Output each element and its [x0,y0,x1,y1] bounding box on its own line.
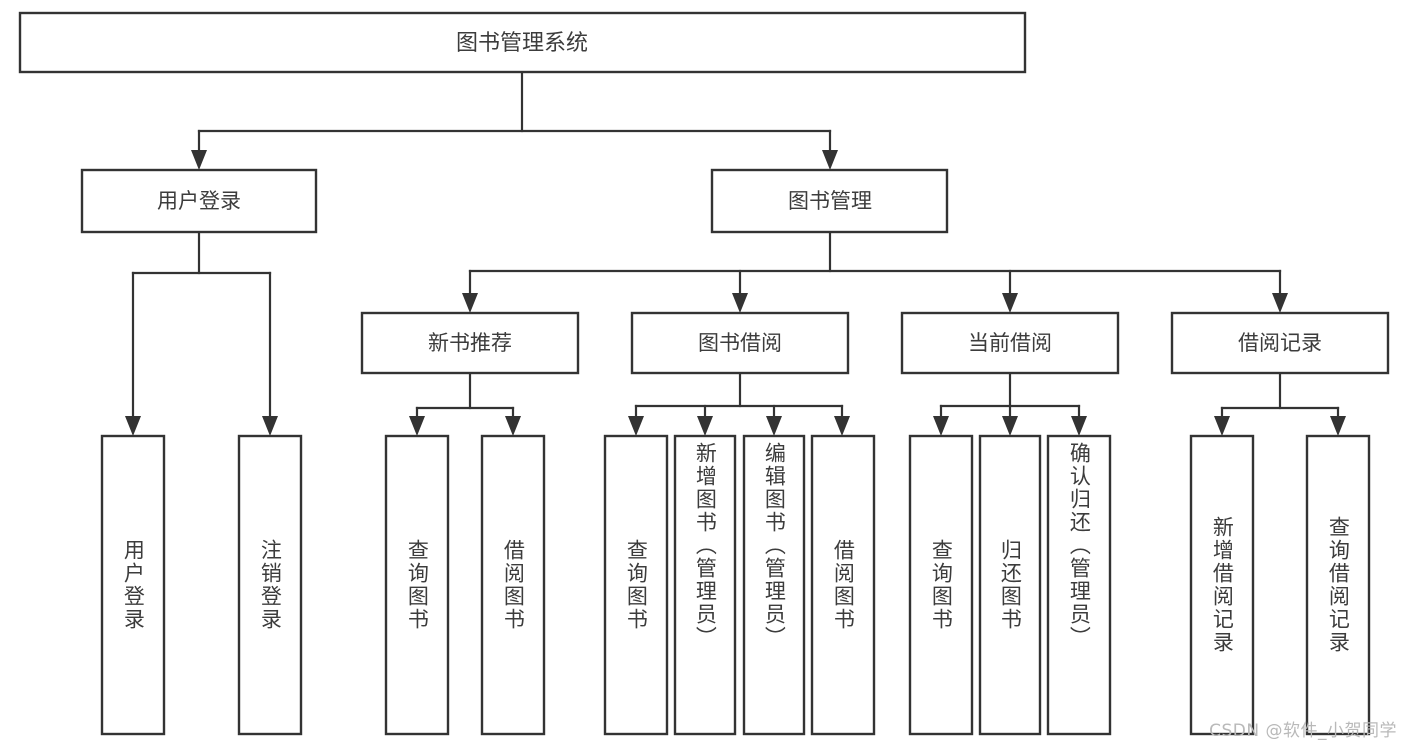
leaf-box-user-login[interactable] [100,434,166,736]
node-borrow-record-box[interactable] [1170,311,1390,375]
arrowhead-leaf-logout [262,416,278,436]
node-borrow-record[interactable]: 借阅记录 [1170,311,1390,375]
arrowhead-current-borrow [1002,293,1018,313]
node-book-borrow[interactable]: 图书借阅 [630,311,850,375]
node-root-label: 图书管理系统 [456,31,588,56]
node-user-login-label: 用户登录 [157,189,241,213]
arrowhead-book-borrow [732,293,748,313]
leaf-box-current-query-book[interactable] [908,434,974,736]
node-root-box[interactable] [18,11,1027,74]
arrowhead-bookborrow-leaf1 [628,416,644,436]
node-user-login-box[interactable] [80,168,318,234]
leaf-box-add-book-admin[interactable] [673,434,737,736]
node-new-book-recommend[interactable]: 新书推荐 [360,311,580,375]
leaf-box-add-borrow-record[interactable] [1189,434,1255,736]
node-root[interactable]: 图书管理系统 [18,11,1027,74]
arrowhead-new-book [462,293,478,313]
node-new-book-recommend-box[interactable] [360,311,580,375]
arrowhead-borrowrecord-leaf2 [1330,416,1346,436]
arrowhead-newbook-leaf1 [409,416,425,436]
arrowhead-currentborrow-leaf3 [1071,416,1087,436]
leaf-box-logout[interactable] [237,434,303,736]
csdn-watermark: CSDN @软件_小贺同学 [1209,721,1397,741]
leaf-box-borrow-book[interactable] [810,434,876,736]
node-book-management[interactable]: 图书管理 [710,168,949,234]
leaf-box-query-borrow-record[interactable] [1305,434,1371,736]
node-current-borrow[interactable]: 当前借阅 [900,311,1120,375]
leaf-box-return-book[interactable] [978,434,1042,736]
node-borrow-record-label: 借阅记录 [1238,331,1322,355]
arrowhead-newbook-leaf2 [505,416,521,436]
node-new-book-recommend-label: 新书推荐 [428,331,512,355]
leaf-box-borrow-query-book[interactable] [603,434,669,736]
node-book-borrow-label: 图书借阅 [698,331,782,355]
node-current-borrow-label: 当前借阅 [968,331,1052,355]
arrowhead-bookborrow-leaf2 [697,416,713,436]
arrowhead-currentborrow-leaf2 [1002,416,1018,436]
node-book-borrow-box[interactable] [630,311,850,375]
node-user-login[interactable]: 用户登录 [80,168,318,234]
arrowhead-bookborrow-leaf4 [834,416,850,436]
node-book-management-label: 图书管理 [788,189,872,213]
leaf-box-edit-book-admin[interactable] [742,434,806,736]
arrowhead-currentborrow-leaf1 [933,416,949,436]
node-book-management-box[interactable] [710,168,949,234]
arrowhead-borrowrecord-leaf1 [1214,416,1230,436]
arrowhead-borrow-record [1272,293,1288,313]
arrowhead-user-login [191,150,207,170]
leaf-box-newbook-borrow-book[interactable] [480,434,546,736]
node-current-borrow-box[interactable] [900,311,1120,375]
leaf-box-confirm-return-admin[interactable] [1046,434,1112,736]
arrowhead-bookborrow-leaf3 [766,416,782,436]
arrowhead-leaf-user-login [125,416,141,436]
connector-group [125,70,1346,436]
arrowhead-book-mgmt [822,150,838,170]
leaf-box-newbook-query-book[interactable] [384,434,450,736]
